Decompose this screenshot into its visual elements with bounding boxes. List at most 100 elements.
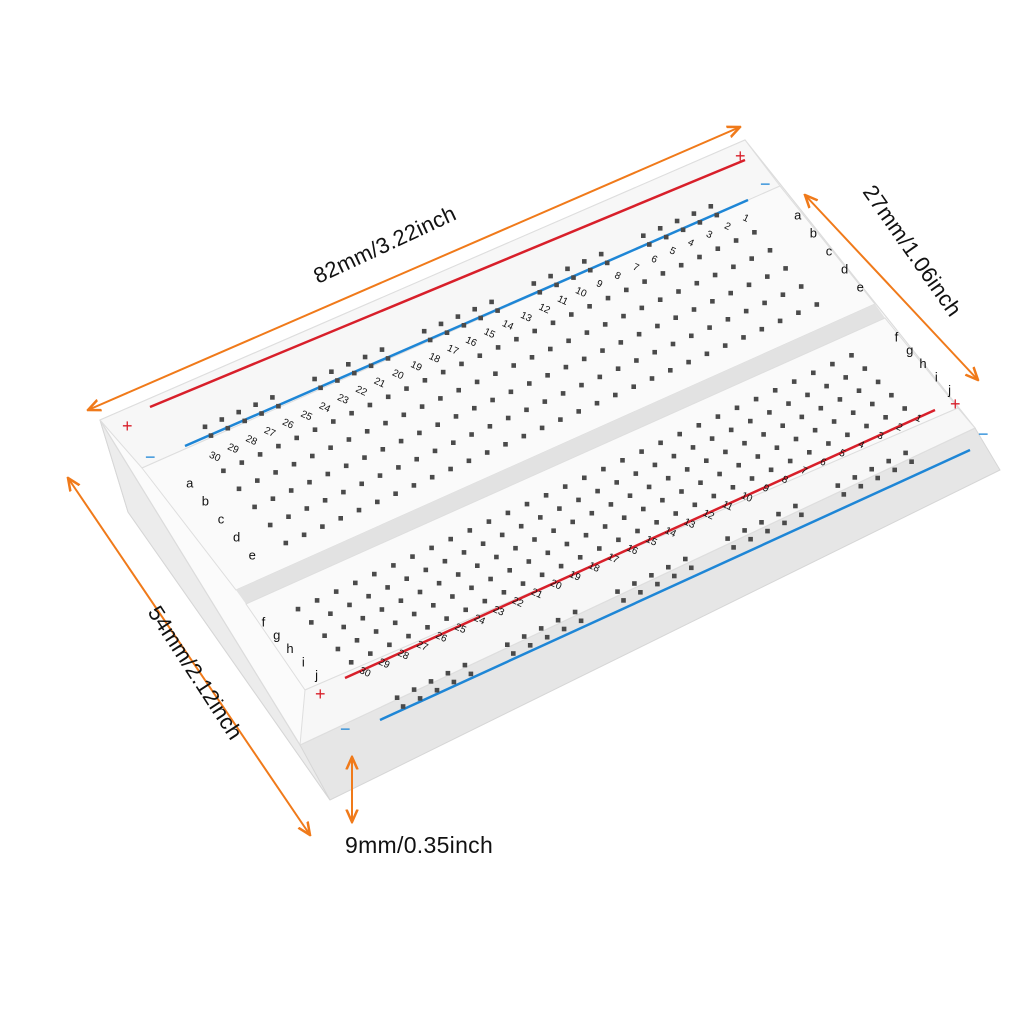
rail-hole-bottom-30[interactable] <box>725 536 730 541</box>
hole-d27[interactable] <box>322 498 328 503</box>
hole-e16[interactable] <box>539 425 545 431</box>
rail-hole-top-29[interactable] <box>495 308 500 313</box>
hole-e6[interactable] <box>722 343 728 348</box>
hole-i26[interactable] <box>411 611 417 617</box>
hole-e13[interactable] <box>594 400 600 406</box>
rail-hole-bottom-29[interactable] <box>689 565 694 571</box>
hole-c16[interactable] <box>508 389 514 395</box>
hole-j26[interactable] <box>425 625 430 630</box>
hole-a19[interactable] <box>422 378 428 383</box>
hole-a8[interactable] <box>624 287 629 293</box>
rail-hole-bottom-36[interactable] <box>776 511 781 517</box>
rail-hole-top-46[interactable] <box>691 211 697 216</box>
hole-i28[interactable] <box>373 629 379 634</box>
hole-a4[interactable] <box>697 254 702 260</box>
hole-i3[interactable] <box>850 410 856 415</box>
hole-i22[interactable] <box>488 576 493 582</box>
hole-h3[interactable] <box>837 397 843 402</box>
hole-i20[interactable] <box>526 559 532 564</box>
hole-b1[interactable] <box>767 248 773 253</box>
rail-hole-top-36[interactable] <box>582 259 587 264</box>
hole-b30[interactable] <box>236 486 242 492</box>
hole-j13[interactable] <box>673 511 678 516</box>
hole-f17[interactable] <box>543 493 549 498</box>
rail-hole-top-5[interactable] <box>242 418 247 424</box>
hole-a15[interactable] <box>495 345 501 350</box>
hole-b15[interactable] <box>511 363 516 368</box>
rail-hole-bottom-45[interactable] <box>875 475 880 481</box>
rail-hole-top-45[interactable] <box>680 227 686 233</box>
hole-b2[interactable] <box>749 256 754 261</box>
hole-c22[interactable] <box>398 438 404 444</box>
rail-hole-bottom-15[interactable] <box>544 634 550 640</box>
rail-hole-bottom-34[interactable] <box>759 520 764 525</box>
rail-hole-bottom-25[interactable] <box>655 581 660 587</box>
hole-d9[interactable] <box>652 349 657 355</box>
hole-j1[interactable] <box>902 406 907 411</box>
hole-c30[interactable] <box>252 504 257 510</box>
rail-hole-bottom-4[interactable] <box>428 679 434 684</box>
hole-e28[interactable] <box>320 524 325 529</box>
hole-j20[interactable] <box>539 572 545 578</box>
hole-e23[interactable] <box>411 483 417 488</box>
hole-g9[interactable] <box>709 436 715 441</box>
hole-a26[interactable] <box>294 435 299 441</box>
hole-e5[interactable] <box>741 335 746 340</box>
hole-i6[interactable] <box>793 436 799 442</box>
hole-j15[interactable] <box>635 528 640 534</box>
hole-f9[interactable] <box>696 423 702 428</box>
hole-b7[interactable] <box>657 297 663 302</box>
rail-hole-bottom-5[interactable] <box>434 687 440 693</box>
hole-j24[interactable] <box>463 607 468 613</box>
hole-d19[interactable] <box>469 432 474 437</box>
hole-h22[interactable] <box>475 563 480 568</box>
rail-hole-bottom-1[interactable] <box>400 704 406 709</box>
rail-hole-top-2[interactable] <box>219 417 225 422</box>
hole-d12[interactable] <box>597 374 603 380</box>
hole-a20[interactable] <box>404 386 409 391</box>
hole-i25[interactable] <box>431 603 436 608</box>
hole-j7[interactable] <box>787 458 793 464</box>
hole-e24[interactable] <box>393 491 398 496</box>
hole-b22[interactable] <box>383 420 388 426</box>
rail-hole-bottom-11[interactable] <box>511 651 516 656</box>
hole-d18[interactable] <box>487 424 493 429</box>
hole-h9[interactable] <box>723 449 728 455</box>
hole-i8[interactable] <box>755 454 761 459</box>
rail-hole-top-19[interactable] <box>385 356 391 361</box>
rail-hole-bottom-12[interactable] <box>521 634 527 639</box>
rail-hole-top-25[interactable] <box>461 323 467 328</box>
hole-e10[interactable] <box>649 376 655 381</box>
hole-b10[interactable] <box>602 322 608 327</box>
hole-j12[interactable] <box>692 502 698 508</box>
rail-hole-bottom-0[interactable] <box>394 695 400 700</box>
hole-g8[interactable] <box>728 427 734 433</box>
hole-e26[interactable] <box>356 507 362 513</box>
hole-j11[interactable] <box>711 493 717 499</box>
hole-h26[interactable] <box>398 598 404 603</box>
hole-g16[interactable] <box>576 497 581 503</box>
hole-j16[interactable] <box>616 537 621 543</box>
hole-d14[interactable] <box>560 391 566 396</box>
rail-hole-top-18[interactable] <box>379 347 385 352</box>
hole-a21[interactable] <box>385 394 391 400</box>
hole-a5[interactable] <box>678 262 684 268</box>
hole-j14[interactable] <box>654 520 659 525</box>
rail-hole-bottom-21[interactable] <box>621 598 626 603</box>
hole-b24[interactable] <box>346 437 352 442</box>
rail-hole-bottom-49[interactable] <box>909 459 914 464</box>
hole-i27[interactable] <box>392 620 398 626</box>
hole-g7[interactable] <box>748 418 753 424</box>
hole-f15[interactable] <box>582 475 587 481</box>
rail-hole-bottom-40[interactable] <box>835 483 841 488</box>
rail-hole-top-10[interactable] <box>312 376 317 382</box>
hole-i12[interactable] <box>679 489 684 494</box>
hole-f5[interactable] <box>772 388 778 393</box>
hole-d1[interactable] <box>798 284 804 289</box>
hole-b14[interactable] <box>529 355 535 360</box>
hole-a22[interactable] <box>367 402 373 408</box>
hole-g26[interactable] <box>385 585 390 590</box>
rail-hole-top-39[interactable] <box>604 260 610 266</box>
hole-c20[interactable] <box>435 422 440 427</box>
rail-hole-bottom-18[interactable] <box>572 609 578 615</box>
